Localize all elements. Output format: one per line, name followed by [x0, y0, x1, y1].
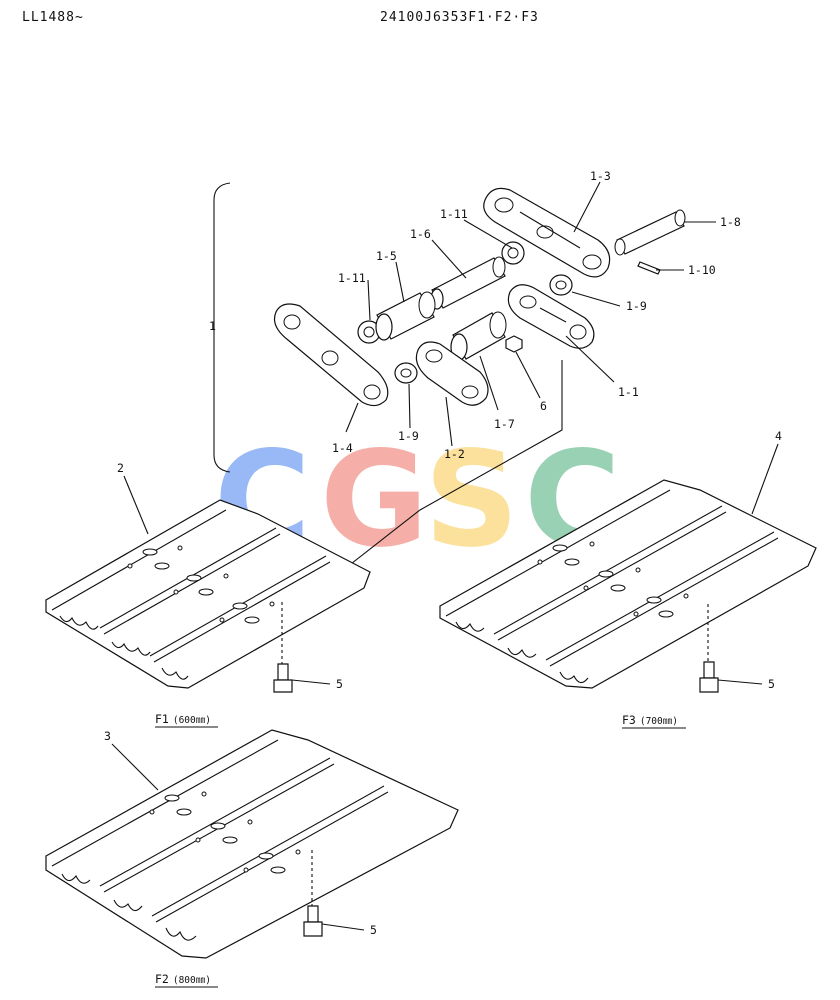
- label-1-1: 1-1: [618, 385, 639, 399]
- link-1-2: [415, 341, 489, 406]
- label-1-11-left: 1-11: [338, 271, 366, 285]
- watermark-letter-s: S: [424, 423, 519, 577]
- track-shoe-f1: [45, 499, 371, 689]
- shoe-bolt-holes-f3: [537, 541, 689, 618]
- label-3: 3: [104, 729, 111, 743]
- bolt-5-f3: [699, 661, 719, 693]
- label-6: 6: [540, 399, 547, 413]
- label-4: 4: [775, 429, 782, 443]
- svg-text:F3(700㎜): F3 (700㎜): [622, 713, 678, 727]
- caption-f3: F3 (700㎜): [622, 713, 686, 729]
- label-1: 1: [209, 319, 216, 333]
- leader-3: [111, 743, 159, 791]
- caption-f2-code: F2: [155, 972, 169, 986]
- assembly-bracket: [213, 182, 231, 473]
- label-1-11-top: 1-11: [440, 207, 468, 221]
- label-1-8: 1-8: [720, 215, 741, 229]
- label-1-4: 1-4: [332, 441, 353, 455]
- label-5-f1: 5: [336, 677, 343, 691]
- label-1-9-right: 1-9: [626, 299, 647, 313]
- caption-f3-size: (700㎜): [640, 716, 678, 727]
- label-1-2: 1-2: [444, 447, 465, 461]
- leader-5-f1: [291, 679, 331, 685]
- leader-5-f3: [717, 679, 763, 685]
- link-1-4: [273, 303, 389, 407]
- label-1-6: 1-6: [410, 227, 431, 241]
- pin-1-8: [614, 209, 686, 256]
- label-2: 2: [117, 461, 124, 475]
- label-1-5: 1-5: [376, 249, 397, 263]
- pin-1-6: [430, 256, 506, 310]
- bolt-5-f2: [303, 905, 323, 937]
- track-shoe-f2: [45, 729, 459, 959]
- leader-4: [751, 443, 779, 515]
- label-5-f2: 5: [370, 923, 377, 937]
- caption-f1-code: F1: [155, 712, 169, 726]
- leader-2: [123, 475, 149, 535]
- shoe-bolt-holes-f1: [127, 545, 275, 624]
- label-1-3: 1-3: [590, 169, 611, 183]
- shoe-bolt-holes-f2: [149, 791, 301, 874]
- bushing-1-5: [375, 291, 436, 341]
- spacer-1-9-left: [394, 362, 418, 384]
- label-1-7: 1-7: [494, 417, 515, 431]
- svg-text:F1(600㎜): F1 (600㎜): [155, 712, 211, 726]
- spacer-1-9-right: [549, 274, 573, 296]
- label-5-f3: 5: [768, 677, 775, 691]
- label-1-9-left: 1-9: [398, 429, 419, 443]
- link-1-3: [483, 187, 611, 278]
- caption-f2: F2 (800㎜): [155, 972, 218, 988]
- cotter-1-10: [637, 261, 661, 275]
- nut-6: [505, 335, 523, 353]
- part-number-title: 24100J6353F1·F2·F3: [380, 10, 539, 25]
- page-code: LL1488~: [22, 10, 84, 25]
- caption-f1-size: (600㎜): [173, 715, 211, 726]
- leader-5-f2: [321, 923, 365, 931]
- watermark-letter-g: G: [320, 423, 428, 577]
- bolt-5-f1: [273, 663, 293, 693]
- leader-lines: [291, 181, 716, 611]
- track-shoe-f3: [439, 479, 817, 689]
- caption-f3-code: F3: [622, 713, 636, 727]
- svg-text:F2(800㎜): F2 (800㎜): [155, 972, 211, 986]
- label-1-10: 1-10: [688, 263, 716, 277]
- seal-1-11-right: [501, 241, 525, 265]
- bushing-1-7: [450, 311, 507, 361]
- caption-f1: F1 (600㎜): [155, 712, 218, 728]
- caption-f2-size: (800㎜): [173, 975, 211, 986]
- link-1-1: [507, 284, 595, 349]
